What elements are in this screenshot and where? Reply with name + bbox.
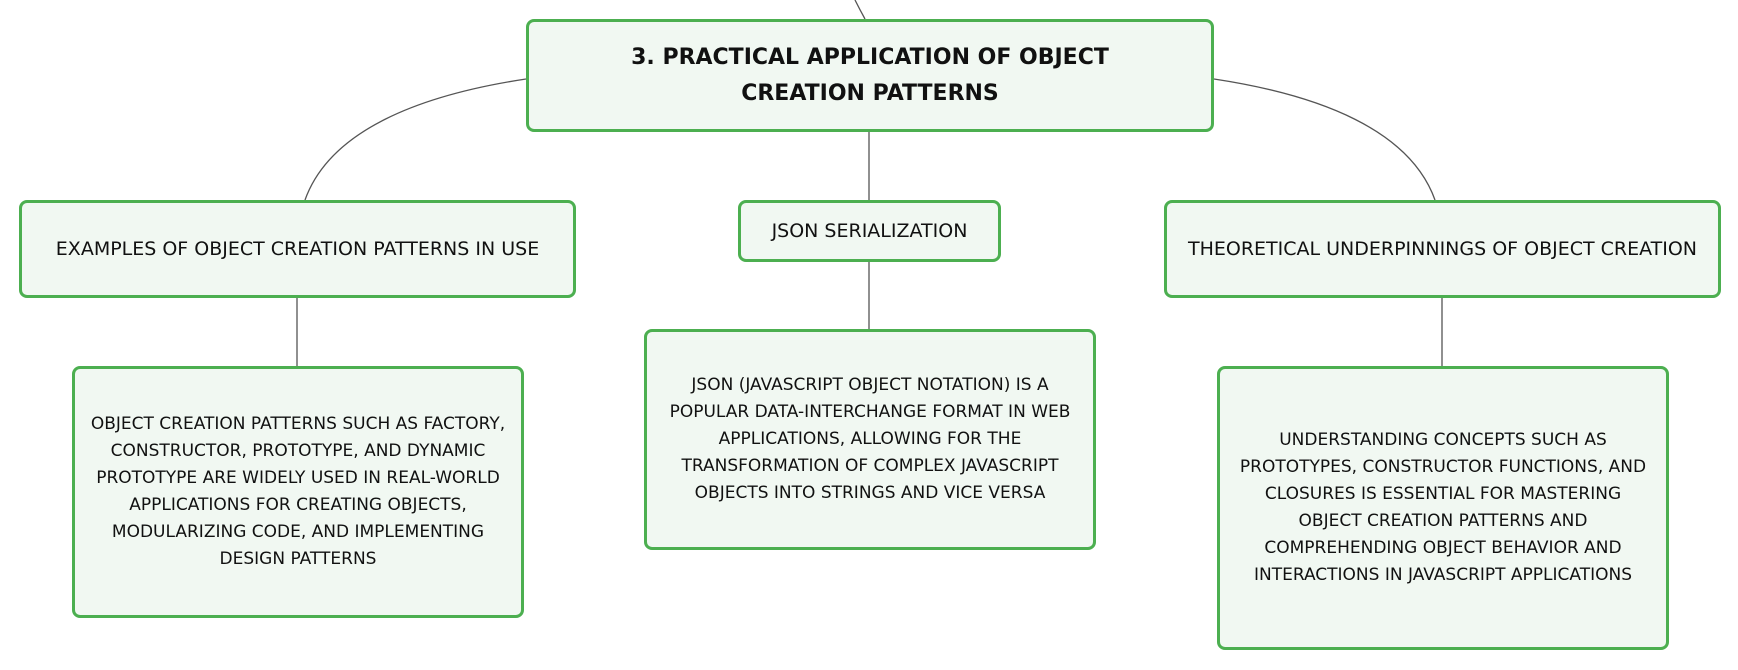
detail-node-examples[interactable]: OBJECT CREATION PATTERNS SUCH AS FACTORY… (72, 366, 524, 618)
detail-text-examples: OBJECT CREATION PATTERNS SUCH AS FACTORY… (90, 414, 506, 569)
branch-node-examples[interactable]: EXAMPLES OF OBJECT CREATION PATTERNS IN … (19, 200, 576, 298)
branch-node-theoretical-underpinnings[interactable]: THEORETICAL UNDERPINNINGS OF OBJECT CREA… (1164, 200, 1721, 298)
branch-node-json-serialization[interactable]: JSON SERIALIZATION (738, 200, 1001, 262)
detail-node-theoretical-underpinnings[interactable]: UNDERSTANDING CONCEPTS SUCH AS PROTOTYPE… (1217, 366, 1669, 650)
root-topic-node[interactable]: 3. PRACTICAL APPLICATION OF OBJECT CREAT… (526, 19, 1214, 132)
detail-text-theoretical-underpinnings: UNDERSTANDING CONCEPTS SUCH AS PROTOTYPE… (1239, 430, 1647, 585)
root-topic-label: 3. PRACTICAL APPLICATION OF OBJECT CREAT… (631, 44, 1109, 106)
branch-label-theoretical-underpinnings: THEORETICAL UNDERPINNINGS OF OBJECT CREA… (1187, 238, 1698, 260)
detail-text-json-serialization: JSON (JAVASCRIPT OBJECT NOTATION) IS A P… (669, 375, 1071, 503)
detail-node-json-serialization[interactable]: JSON (JAVASCRIPT OBJECT NOTATION) IS A P… (644, 329, 1096, 550)
connector-parent-to-root (854, 0, 866, 20)
connector-root-to-examples (304, 78, 527, 201)
branch-label-json-serialization: JSON SERIALIZATION (771, 220, 968, 242)
branch-label-examples: EXAMPLES OF OBJECT CREATION PATTERNS IN … (55, 238, 540, 260)
connector-root-to-theory (1213, 78, 1436, 201)
